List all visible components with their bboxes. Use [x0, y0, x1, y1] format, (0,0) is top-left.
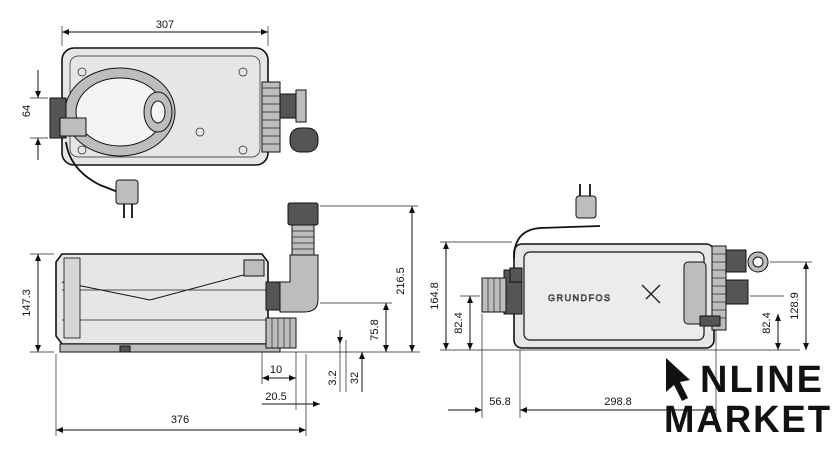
dim-front-20-5: 20.5: [265, 391, 286, 403]
front-outlet: [265, 317, 297, 349]
dim-front-length: 376: [171, 414, 189, 426]
dim-front-32: 32: [349, 372, 361, 384]
front-discharge-top: [287, 202, 319, 226]
top-outlet-elbow: [289, 127, 319, 153]
dim-front-outlet-height: 75.8: [369, 319, 381, 340]
dim-side-height: 164.8: [429, 282, 441, 310]
top-outlet-collar: [261, 81, 281, 153]
side-power-cable: [513, 225, 601, 259]
front-view: 147.3 216.5 75.8 10 3.2 32 20.5 376: [21, 202, 420, 436]
side-lower-port: [725, 279, 749, 305]
dim-front-3-2: 3.2: [327, 370, 339, 385]
front-housing: [55, 253, 269, 345]
online-market-logo: NLINE MARKET: [664, 358, 832, 441]
dim-side-total-right: 128.9: [789, 292, 801, 320]
dim-front-10: 10: [270, 364, 282, 376]
logo-line2: MARKET: [664, 399, 832, 441]
dim-side-inlet-right: 82.4: [761, 312, 773, 333]
dim-side-offset: 56.8: [489, 396, 510, 408]
dim-front-height-left: 147.3: [21, 289, 33, 317]
dim-side-inlet-left: 82.4: [453, 312, 465, 333]
top-power-cable: [65, 141, 119, 193]
dim-top-side: 64: [21, 105, 33, 117]
side-power-plug: [575, 195, 597, 219]
front-base: [59, 343, 281, 353]
cursor-arrow-icon: [666, 358, 690, 401]
dim-side-length: 298.8: [604, 396, 632, 408]
dim-top-width: 307: [156, 19, 174, 31]
side-brand-label: GRUNDFOS: [548, 293, 612, 303]
dim-front-total-height: 216.5: [395, 267, 407, 295]
top-power-plug: [115, 179, 139, 205]
top-view: 307 64: [21, 19, 319, 218]
logo-line1: NLINE: [700, 359, 824, 401]
side-view: GRUNDFOS 164.8: [429, 184, 812, 418]
front-discharge-elbow: [279, 254, 319, 313]
